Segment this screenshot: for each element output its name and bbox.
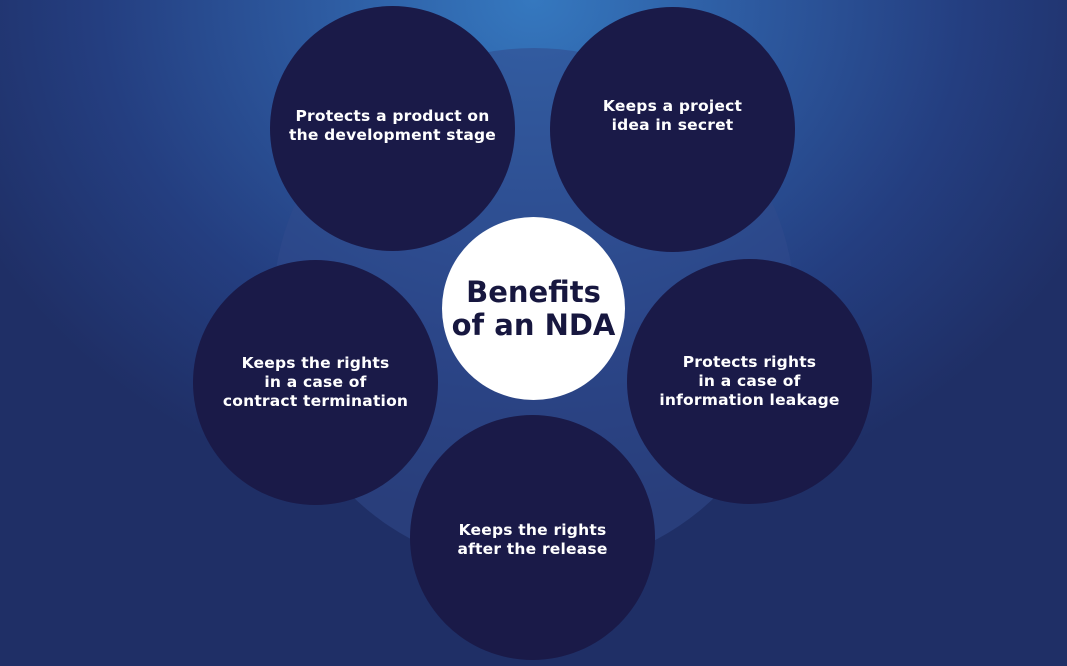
benefit-label: Keeps the rights after the release — [457, 521, 608, 558]
benefit-node-secret: Keeps a project idea in secret — [550, 7, 795, 252]
diagram-title: Benefits of an NDA — [451, 274, 616, 342]
benefit-label: Keeps the rights in a case of contract t… — [222, 354, 409, 410]
benefit-node-termination: Keeps the rights in a case of contract t… — [193, 260, 438, 505]
benefit-label: Protects a product on the development st… — [288, 106, 497, 144]
benefit-node-release: Keeps the rights after the release — [410, 415, 655, 660]
benefit-label: Protects rights in a case of information… — [659, 353, 840, 409]
benefit-label: Keeps a project idea in secret — [602, 96, 743, 134]
center-title-circle: Benefits of an NDA — [442, 217, 625, 400]
benefit-node-development: Protects a product on the development st… — [270, 6, 515, 251]
benefit-node-leakage: Protects rights in a case of information… — [627, 259, 872, 504]
